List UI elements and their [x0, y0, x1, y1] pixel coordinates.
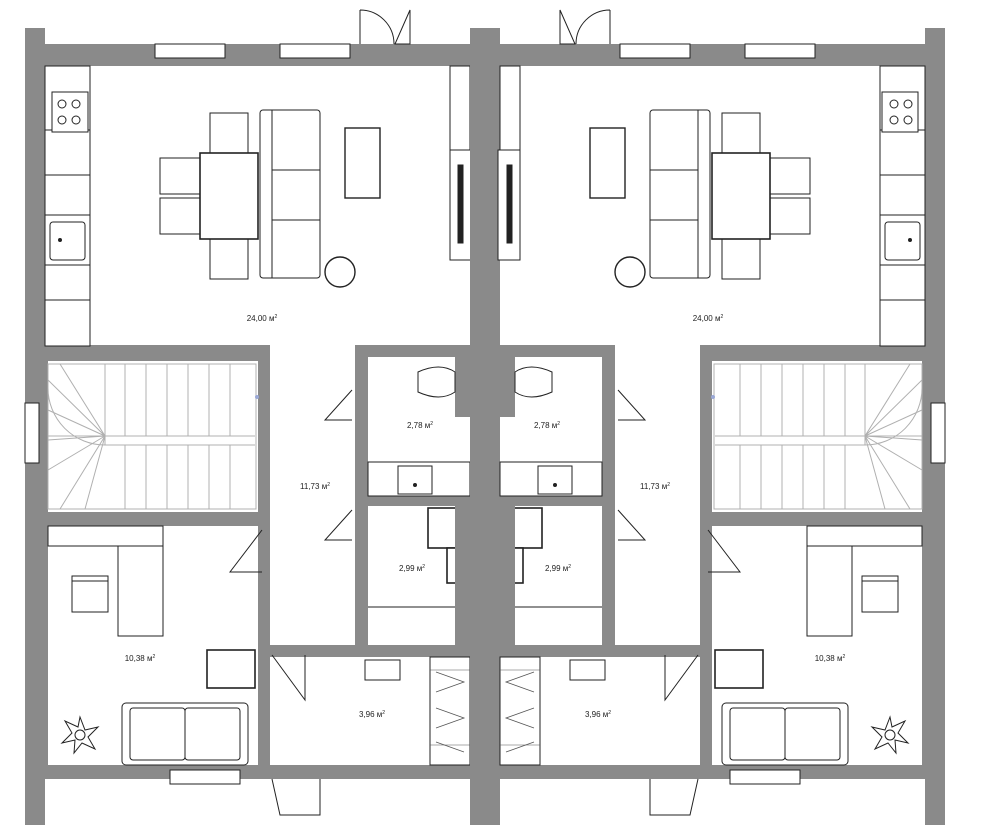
- left-kitchen: [44, 65, 91, 347]
- right-living-furniture: [497, 65, 711, 288]
- right-laundry: [500, 506, 602, 646]
- right-windows: [619, 43, 946, 785]
- svg-text:11,73 м2: 11,73 м2: [640, 482, 670, 491]
- sofa: [259, 109, 321, 279]
- svg-text:11,73 м2: 11,73 м2: [300, 482, 330, 491]
- lamp-icon: [614, 256, 646, 288]
- right-entry: [499, 656, 606, 766]
- left-laundry: [368, 506, 470, 646]
- left-unit: 24,00 м2 11,73 м2 2,78 м2 2,99 м2 10,38 …: [24, 9, 475, 825]
- label-living-left: 24,00: [247, 314, 268, 323]
- coffee-table: [344, 127, 381, 199]
- svg-text:2,99 м2: 2,99 м2: [545, 564, 571, 573]
- side-desk: [806, 545, 853, 637]
- stove-icon: [51, 91, 89, 133]
- stove-icon: [881, 91, 919, 133]
- right-bedroom-furniture: [714, 525, 923, 766]
- toilet-icon: [514, 366, 553, 398]
- svg-text:10,38 м2: 10,38 м2: [815, 654, 846, 663]
- party-wall: [470, 28, 500, 825]
- sink-icon: [49, 221, 86, 261]
- desk: [47, 525, 164, 547]
- label-bath-left: 2,78: [407, 421, 423, 430]
- left-windows: [24, 43, 351, 785]
- right-unit: [495, 9, 946, 825]
- side-desk: [117, 545, 164, 637]
- label-entry-right: 3,96: [585, 710, 601, 719]
- right-dining-set: [711, 112, 811, 280]
- label-bedroom-right: 10,38: [815, 654, 836, 663]
- svg-text:2,78 м2: 2,78 м2: [534, 421, 560, 430]
- dining-table: [199, 152, 259, 240]
- label-hall-right: 11,73: [640, 482, 660, 491]
- svg-text:24,00 м2: 24,00 м2: [247, 314, 278, 323]
- right-stairs: [711, 363, 923, 510]
- desk: [806, 525, 923, 547]
- label-laundry-right: 2,99: [545, 564, 561, 573]
- svg-text:3,96 м2: 3,96 м2: [585, 710, 611, 719]
- left-walls: [25, 28, 475, 825]
- dining-table: [711, 152, 771, 240]
- sink-icon: [884, 221, 921, 261]
- bath-sink-icon: [537, 465, 573, 495]
- plant-icon: [870, 715, 910, 755]
- bench: [569, 659, 606, 681]
- left-living-furniture: [259, 65, 473, 288]
- left-stairs: [47, 363, 259, 510]
- left-doors: [228, 9, 411, 816]
- label-bedroom-left: 10,38: [125, 654, 146, 663]
- desk-chair: [861, 575, 899, 613]
- bench: [364, 659, 401, 681]
- bath-sink-icon: [397, 465, 433, 495]
- coffee-table: [589, 127, 626, 199]
- ottoman: [714, 649, 764, 689]
- left-dining-set: [159, 112, 259, 280]
- svg-text:10,38 м2: 10,38 м2: [125, 654, 156, 663]
- svg-text:2,99 м2: 2,99 м2: [399, 564, 425, 573]
- svg-text:24,00 м2: 24,00 м2: [693, 314, 724, 323]
- label-living-right: 24,00: [693, 314, 714, 323]
- lamp-icon: [324, 256, 356, 288]
- svg-text:3,96 м2: 3,96 м2: [359, 710, 385, 719]
- label-hall-left: 11,73: [300, 482, 320, 491]
- right-room-labels: 24,00 м2 11,73 м2 2,78 м2 2,99 м2 10,38 …: [534, 314, 846, 719]
- left-room-labels: 24,00 м2 11,73 м2 2,78 м2 2,99 м2 10,38 …: [125, 314, 434, 719]
- ottoman: [206, 649, 256, 689]
- right-walls: [495, 28, 945, 825]
- left-bedroom-furniture: [47, 525, 256, 766]
- right-doors: [559, 9, 742, 816]
- svg-text:2,78 м2: 2,78 м2: [407, 421, 433, 430]
- plant-icon: [60, 715, 100, 755]
- sofa: [649, 109, 711, 279]
- label-bath-right: 2,78: [534, 421, 550, 430]
- toilet-icon: [417, 366, 456, 398]
- left-entry: [364, 656, 471, 766]
- right-kitchen: [879, 65, 926, 347]
- right-bathroom: [499, 357, 603, 497]
- left-bathroom: [367, 357, 471, 497]
- label-entry-left: 3,96: [359, 710, 375, 719]
- label-laundry-left: 2,99: [399, 564, 415, 573]
